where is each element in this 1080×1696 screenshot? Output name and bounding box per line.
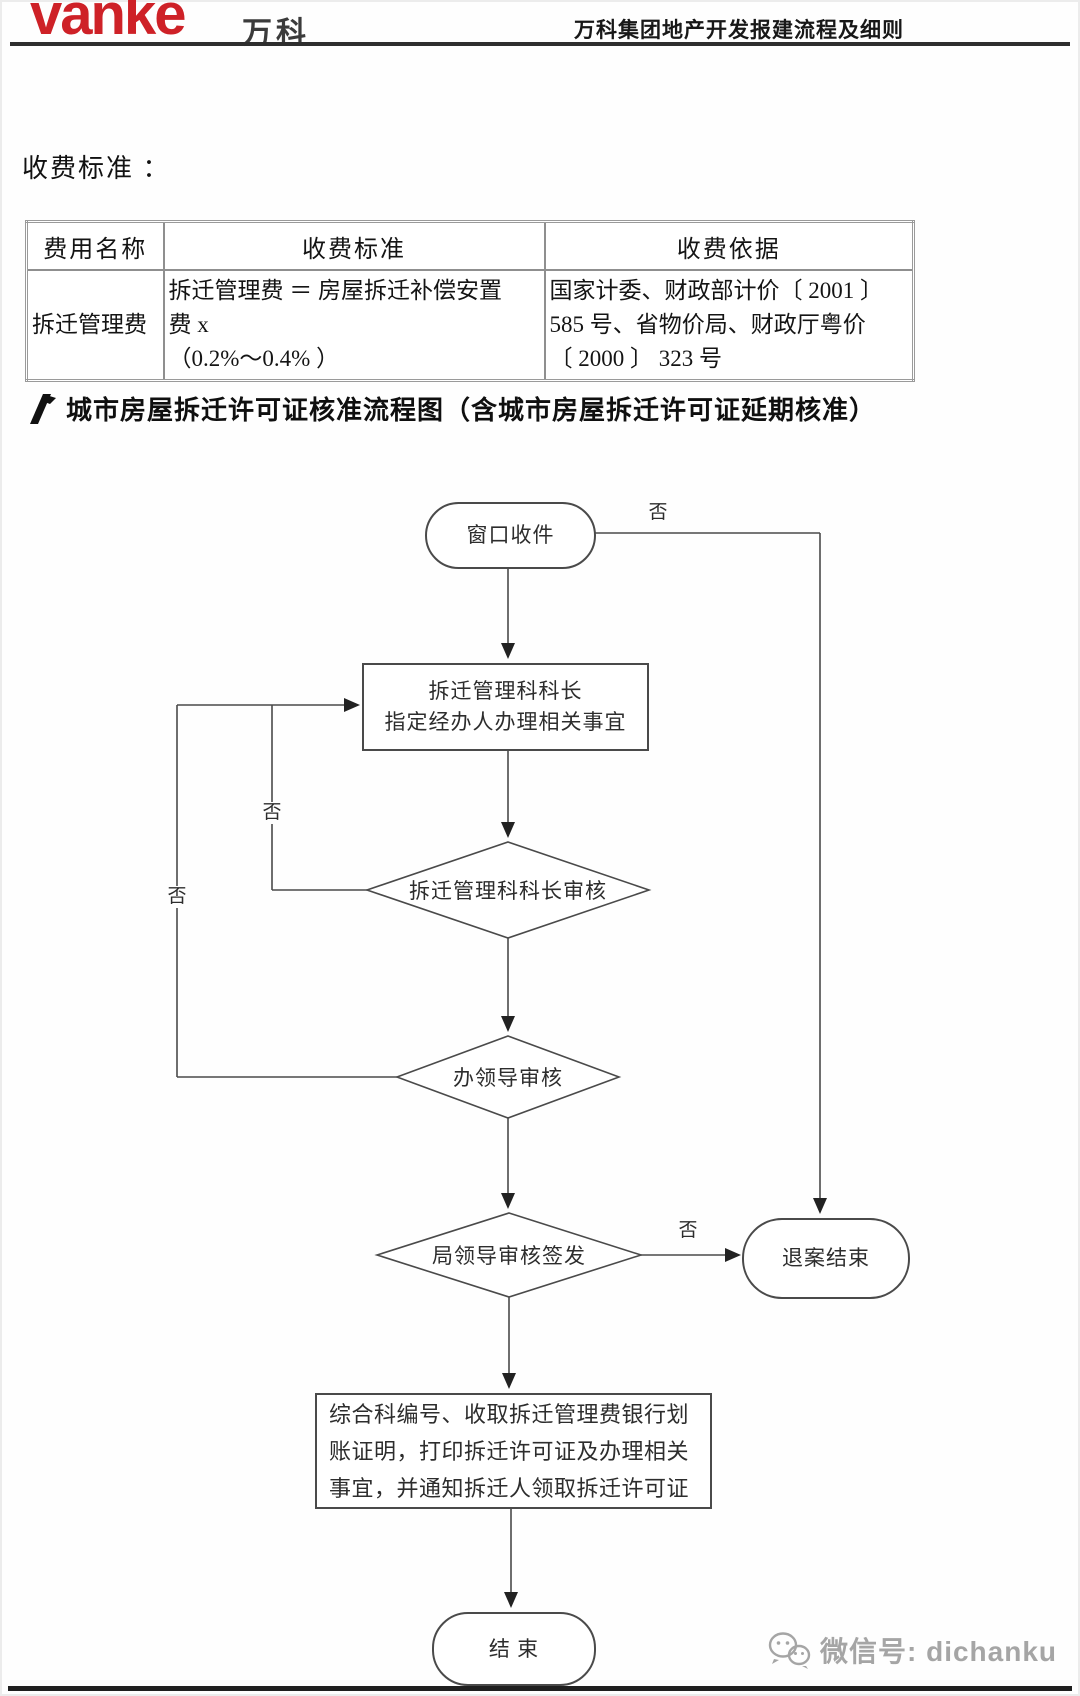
flowchart-connectors [176,532,827,1608]
diamond-review-section-chief [364,841,652,939]
node-review-office-leader-label: 办领导审核 [453,1066,563,1090]
wechat-icon [768,1632,811,1669]
section-heading: 收费标准 ： [22,154,171,183]
flowchart-title-row: 城市房屋拆迁许可证核准流程图（含城市房屋拆迁许可证延期核准） [26,390,876,427]
fee-table: 费用名称 收费标准 收费依据 拆迁管理费 拆迁管理费 ＝ 房屋拆迁补偿安置 费 … [25,220,915,382]
fee-cell-basis: 国家计委、财政部计价〔 2001 〕 585 号、省物价局、财政厅粤价 〔 20… [543,269,915,382]
watermark-text: 微信号: dichanku [820,1636,1058,1667]
no-label-start: 否 [645,502,671,524]
node-process-final: 综合科编号、收取拆迁管理费银行划 账证明，打印拆迁许可证及办理相关 事宜，并通知… [315,1393,712,1509]
node-assign: 拆迁管理科科长 指定经办人办理相关事宜 [362,663,649,751]
watermark: 微信号: dichanku [766,1630,1057,1670]
document-title: 万科集团地产开发报建流程及细则 [574,19,904,42]
node-review-bureau-leader-label: 局领导审核签发 [432,1244,586,1268]
footer-divider [8,1686,1072,1691]
no-label-review2: 否 [164,886,190,908]
fee-table-header-basis: 收费依据 [543,220,915,271]
fee-cell-name: 拆迁管理费 [25,269,165,382]
node-review-section-chief-label: 拆迁管理科科长审核 [409,879,607,903]
fee-table-header-name: 费用名称 [25,220,165,271]
fee-table-header-standard: 收费标准 [162,220,546,271]
vanke-logo: vanke [30,0,186,47]
diamond-review-office-leader [394,1035,622,1119]
flowchart: 窗口收件 拆迁管理科科长 指定经办人办理相关事宜 拆迁管理科科长审核 办领导审核… [0,440,1080,1696]
header-divider [10,42,1070,46]
fee-table-header-row: 费用名称 收费标准 收费依据 [25,220,915,271]
no-label-review1: 否 [259,802,285,824]
fee-table-row: 拆迁管理费 拆迁管理费 ＝ 房屋拆迁补偿安置 费 x （0.2%～0.4% ） … [25,269,915,382]
flag-icon [30,393,56,424]
node-start: 窗口收件 [425,502,596,569]
node-end: 结 束 [432,1612,596,1686]
diamond-review-bureau-leader [374,1212,644,1298]
no-label-review3: 否 [675,1220,701,1242]
fee-cell-standard: 拆迁管理费 ＝ 房屋拆迁补偿安置 费 x （0.2%～0.4% ） [162,269,546,382]
node-reject-end: 退案结束 [742,1218,910,1299]
flowchart-title: 城市房屋拆迁许可证核准流程图（含城市房屋拆迁许可证延期核准） [66,396,877,425]
